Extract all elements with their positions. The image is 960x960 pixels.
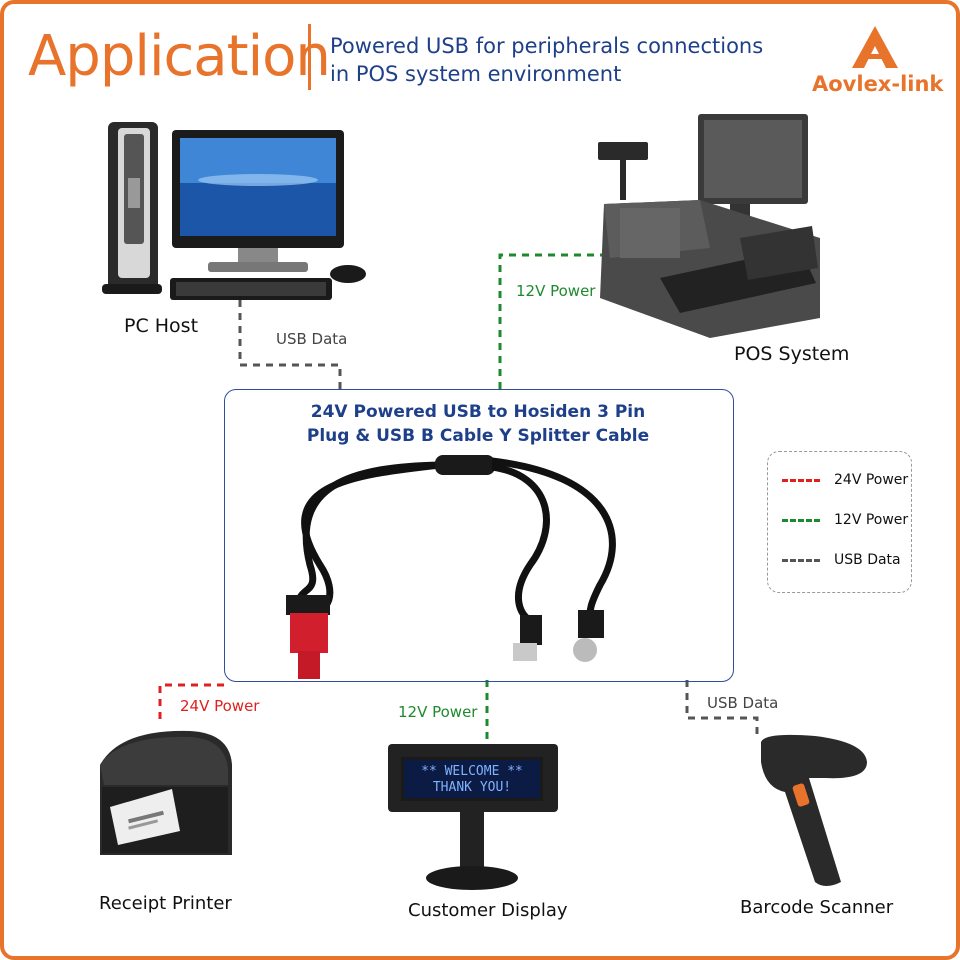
legend-item-24v: 24V Power (782, 472, 908, 488)
cable-title: 24V Powered USB to Hosiden 3 Pin Plug & … (224, 400, 732, 448)
brand-logo-icon (852, 26, 898, 68)
customer-display-connection-label: 12V Power (398, 703, 478, 721)
brand-name: Aovlex-link (812, 72, 944, 96)
display-line-1: ** WELCOME ** (421, 764, 523, 779)
pos-system-label: POS System (734, 343, 850, 365)
legend-swatch-usb (782, 558, 820, 562)
customer-display-label: Customer Display (408, 900, 568, 921)
barcode-scanner-label: Barcode Scanner (740, 897, 894, 918)
pos-system-connection-label: 12V Power (516, 282, 596, 300)
pc-host-label: PC Host (124, 315, 199, 337)
pc-usb-line (238, 300, 342, 389)
customer-display-screen: ** WELCOME ** THANK YOU! (401, 757, 543, 801)
pos-12v-line (498, 253, 605, 389)
pc-host-illustration (102, 122, 366, 300)
barcode-scanner-illustration (761, 734, 867, 886)
title-divider (308, 24, 311, 90)
legend-item-12v: 12V Power (782, 512, 908, 528)
cable-title-line-1: 24V Powered USB to Hosiden 3 Pin (310, 402, 646, 422)
scanner-usb-line (685, 680, 759, 740)
pc-host-connection-label: USB Data (276, 330, 348, 348)
legend-label-24v: 24V Power (834, 472, 909, 488)
legend-item-usb: USB Data (782, 552, 901, 568)
receipt-printer-label: Receipt Printer (99, 893, 232, 914)
pos-system-illustration (598, 114, 820, 338)
barcode-scanner-connection-label: USB Data (707, 694, 779, 712)
cable-panel (224, 389, 734, 682)
legend-swatch-12v (782, 518, 820, 522)
legend-label-12v: 12V Power (834, 512, 909, 528)
display-line-2: THANK YOU! (432, 780, 512, 795)
page-subtitle: Powered USB for peripherals connections … (330, 32, 800, 88)
legend-label-usb: USB Data (834, 552, 901, 568)
subtitle-line-1: Powered USB for peripherals connections (330, 34, 764, 58)
receipt-printer-connection-label: 24V Power (180, 697, 260, 715)
y-splitter-cable-illustration (286, 455, 616, 679)
page-title: Application (28, 24, 331, 89)
receipt-printer-illustration (100, 730, 232, 855)
cable-title-line-2: Plug & USB B Cable Y Splitter Cable (306, 426, 650, 446)
subtitle-line-2: in POS system environment (330, 62, 622, 86)
legend-swatch-24v (782, 478, 820, 482)
legend: 24V Power 12V Power USB Data (767, 451, 912, 593)
